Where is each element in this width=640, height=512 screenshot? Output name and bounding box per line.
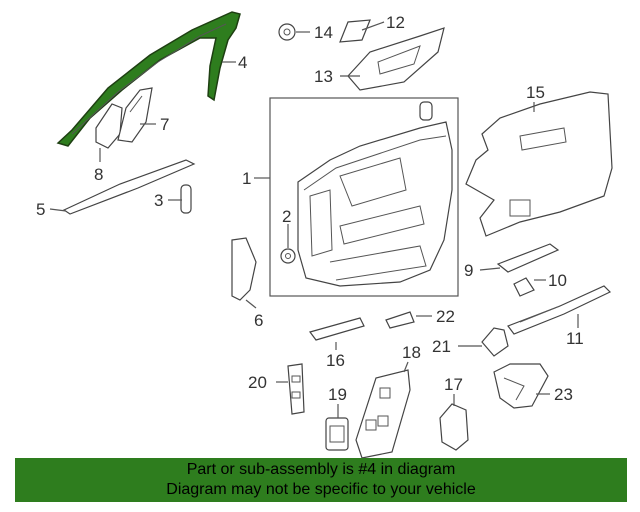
callout-13: 13	[314, 67, 333, 86]
part-20-bracket[interactable]	[287, 363, 305, 415]
part-12-bezel[interactable]	[339, 19, 371, 43]
callout-9: 9	[464, 261, 473, 280]
part-7-trim-piece[interactable]	[117, 87, 153, 143]
callout-20: 20	[248, 373, 267, 392]
part-18-window-switch-panel[interactable]	[355, 369, 411, 458]
part-16-switch-housing[interactable]	[308, 317, 365, 341]
part-6-mirror-cover[interactable]	[231, 237, 257, 301]
callout-11: 11	[566, 329, 584, 348]
callout-7: 7	[160, 115, 169, 134]
part-22-switch[interactable]	[385, 311, 415, 329]
part-17-switch[interactable]	[439, 403, 469, 451]
callout-5: 5	[36, 200, 45, 219]
part-19-switch[interactable]	[325, 417, 349, 451]
callout-10: 10	[548, 271, 567, 290]
part-15-water-shield[interactable]	[465, 91, 613, 237]
banner-line-part-number: Part or sub-assembly is #4 in diagram	[186, 461, 456, 478]
callout-22: 22	[436, 307, 455, 326]
highlight-banner: Part or sub-assembly is #4 in diagram Di…	[15, 458, 627, 502]
part-23-seat-switch[interactable]	[493, 363, 549, 409]
callout-3: 3	[154, 191, 163, 210]
part-8-bracket[interactable]	[95, 103, 123, 149]
callout-18: 18	[402, 343, 421, 362]
part-1-door-panel-box	[269, 97, 459, 297]
part-10-switch-bezel[interactable]	[513, 277, 535, 297]
banner-line-disclaimer: Diagram may not be specific to your vehi…	[166, 481, 476, 498]
callout-4: 4	[238, 53, 247, 72]
part-14-cap[interactable]	[278, 23, 296, 41]
part-2-grommet[interactable]	[280, 248, 296, 264]
part-4-window-frame[interactable]	[56, 11, 241, 147]
part-13-armrest-cover[interactable]	[347, 27, 445, 91]
parts-diagram: 4 1 2 3 5 6 7 8 9 10 11 12 13 14 15 16 1…	[36, 11, 613, 458]
callout-1: 1	[242, 169, 251, 188]
part-9-pull-handle[interactable]	[496, 243, 560, 273]
callout-2: 2	[282, 207, 291, 226]
callout-23: 23	[554, 385, 573, 404]
callout-16: 16	[326, 351, 345, 370]
callout-12: 12	[386, 13, 405, 32]
callout-14: 14	[314, 23, 333, 42]
callout-21: 21	[432, 337, 451, 356]
callout-6: 6	[254, 311, 263, 330]
part-5-belt-molding[interactable]	[62, 159, 196, 215]
callout-17: 17	[444, 375, 463, 394]
part-21-handle[interactable]	[481, 327, 509, 357]
part-3-clip[interactable]	[180, 184, 192, 214]
part-1-door-panel[interactable]	[297, 121, 453, 287]
callout-8: 8	[94, 165, 103, 184]
callout-19: 19	[328, 385, 347, 404]
callout-15: 15	[526, 83, 545, 102]
